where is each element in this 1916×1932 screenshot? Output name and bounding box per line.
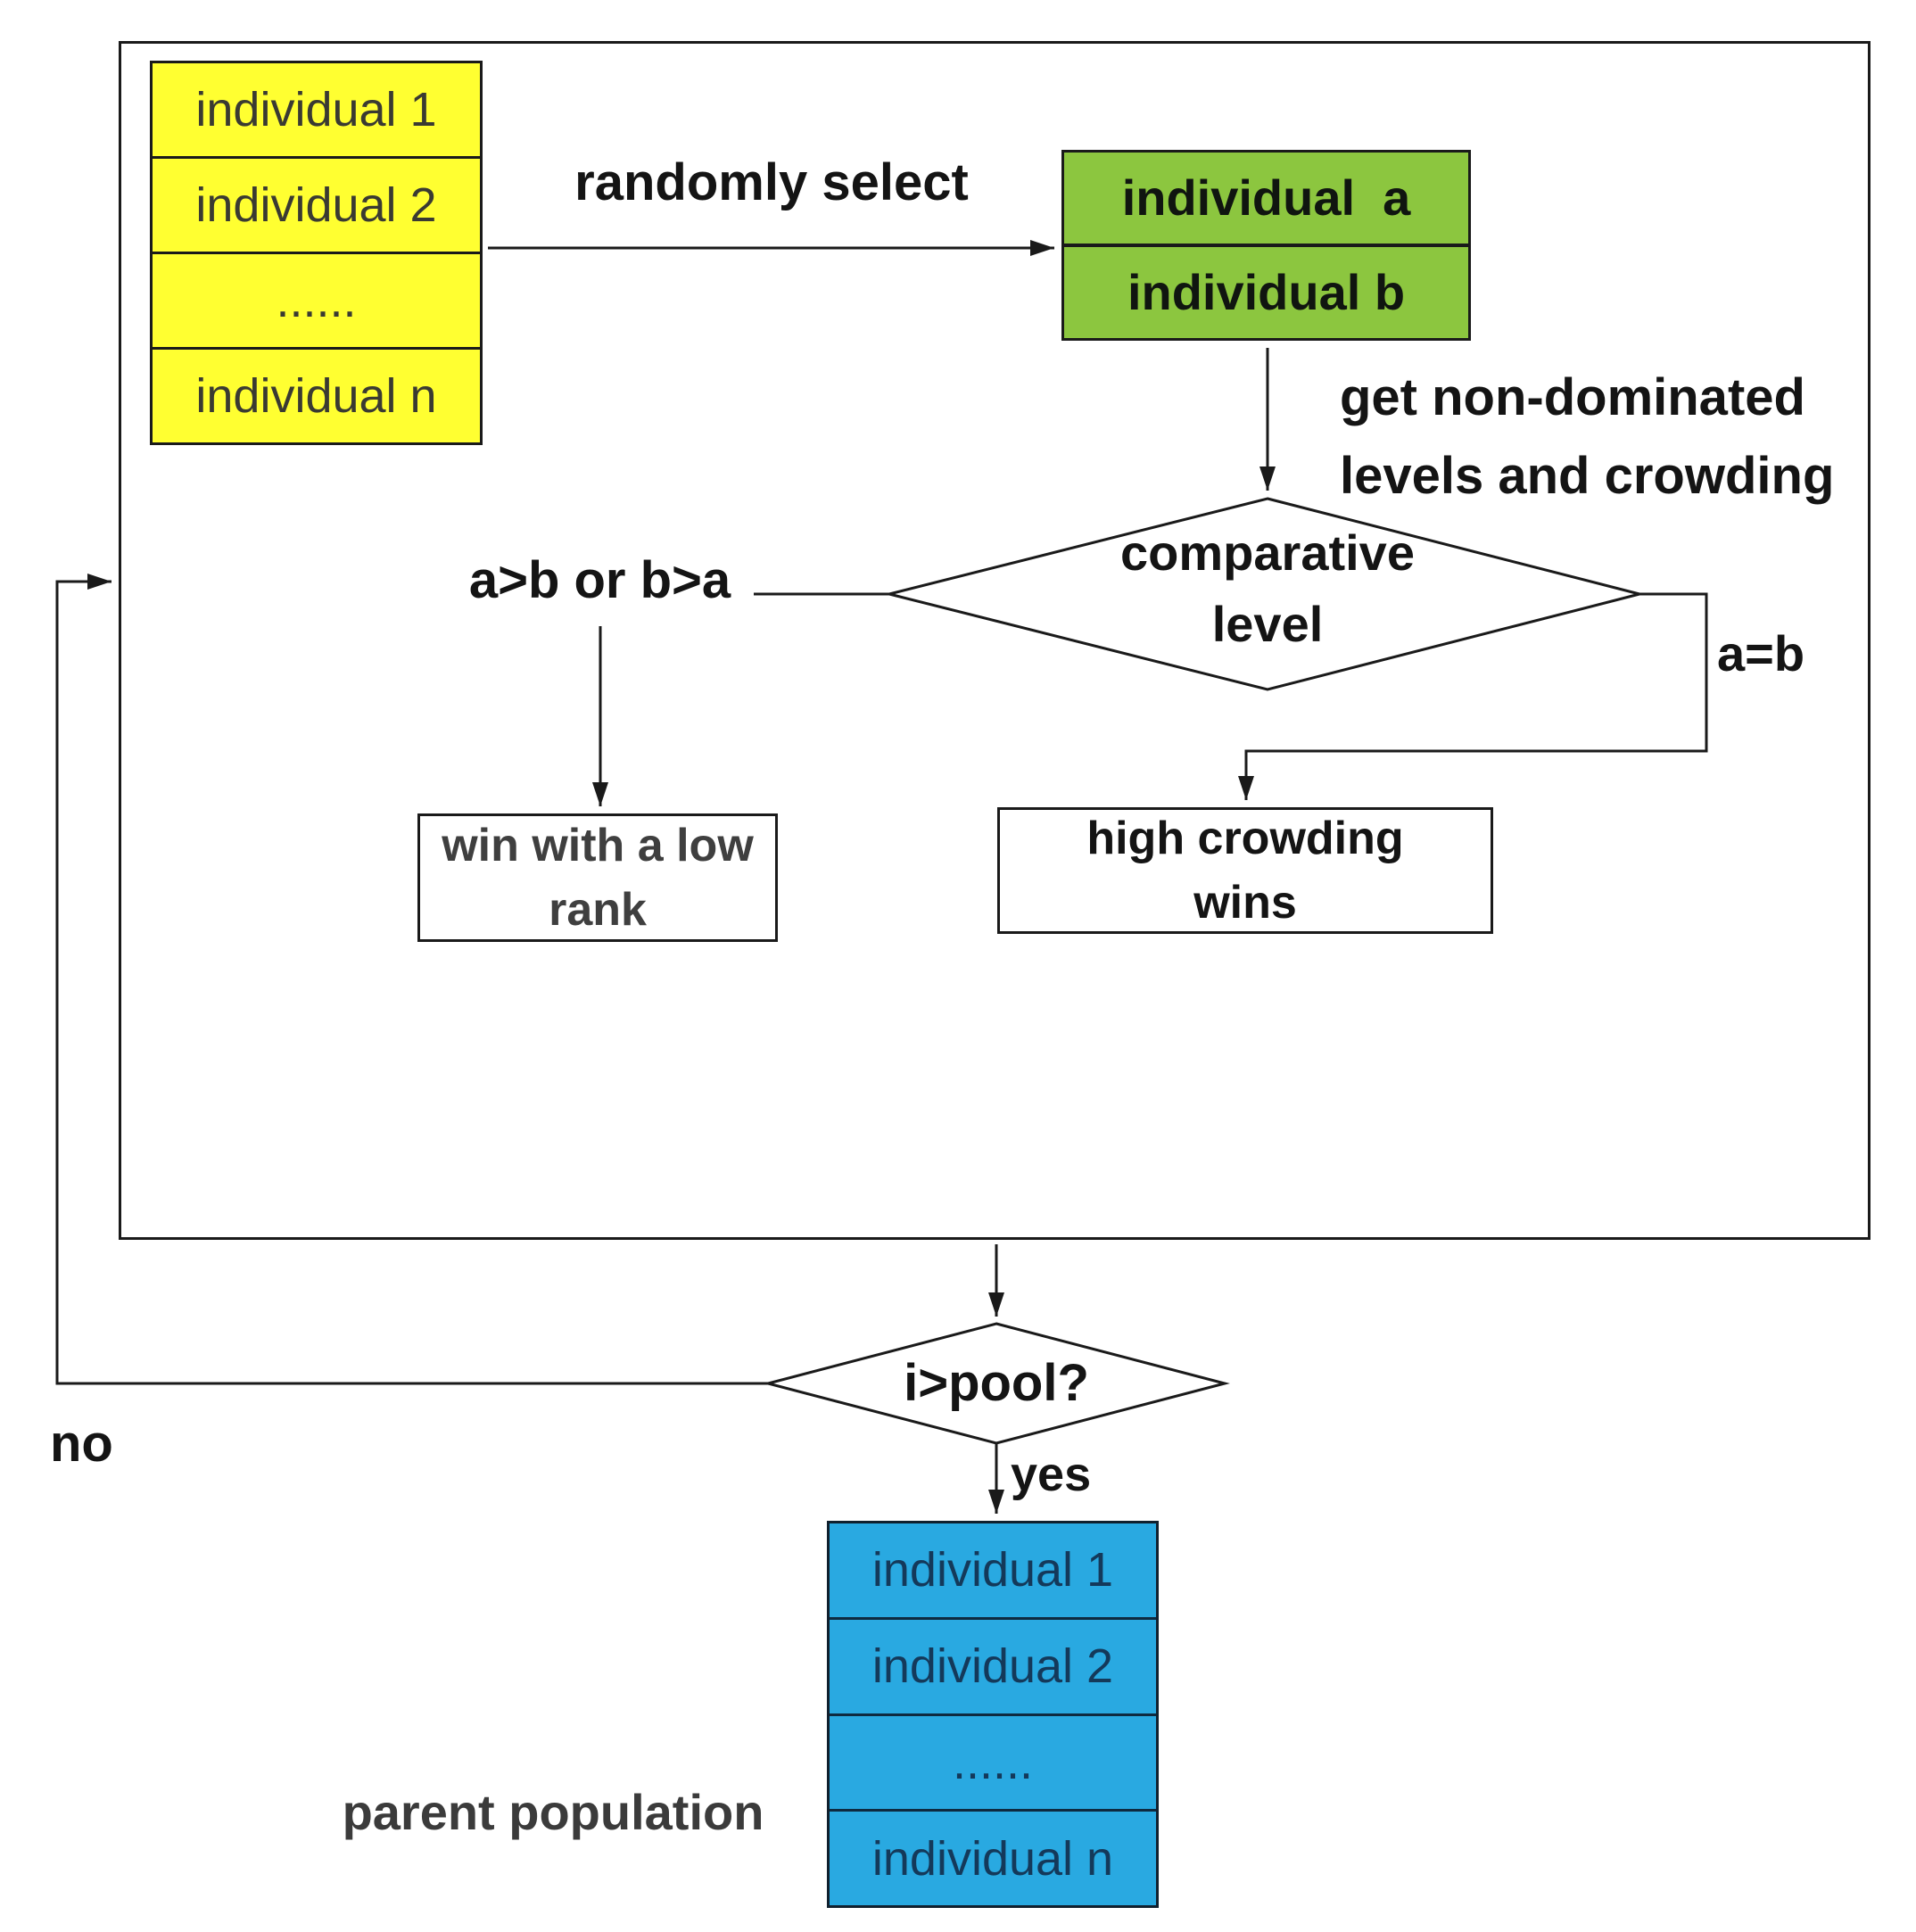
- mating-pool-row: individual n: [153, 347, 480, 442]
- high-crowding-line2: wins: [1193, 877, 1297, 929]
- mating-pool-box: individual 1 individual 2 ...... individ…: [150, 61, 483, 445]
- comparative-level-line1: comparative: [1120, 524, 1415, 581]
- win-low-rank-box: win with a low rank: [417, 813, 778, 942]
- get-levels-label-line1: get non-dominated: [1340, 368, 1805, 426]
- mating-pool-row: individual 1: [195, 83, 437, 136]
- comparative-level-line2: level: [1211, 596, 1324, 652]
- high-crowding-line1: high crowding: [1086, 813, 1404, 864]
- parent-population-label: parent population: [342, 1784, 764, 1840]
- mating-pool-row-ellipsis: ......: [153, 252, 480, 347]
- parent-pool-row: individual n: [830, 1809, 1156, 1905]
- no-label: no: [50, 1415, 113, 1473]
- yes-label: yes: [1011, 1448, 1092, 1501]
- branch-left-label: a>b or b>a: [468, 551, 731, 609]
- get-levels-label: get non-dominated levels and crowding: [1340, 359, 1911, 516]
- randomly-select-label: randomly select: [574, 153, 969, 211]
- branch-right-label: a=b: [1717, 625, 1805, 681]
- pool-check-label: i>pool?: [904, 1354, 1089, 1412]
- get-levels-label-line2: levels and crowding: [1340, 447, 1835, 505]
- parent-pool-row: individual 2: [830, 1616, 1156, 1713]
- win-low-rank-line1: win with a low: [442, 820, 754, 871]
- selected-individual-b: individual b: [1064, 244, 1468, 338]
- win-low-rank-line2: rank: [549, 884, 647, 936]
- parent-population-box: individual 1 individual 2 ...... individ…: [827, 1521, 1159, 1908]
- high-crowding-wins-box: high crowding wins: [997, 807, 1493, 934]
- parent-pool-row-ellipsis: ......: [830, 1713, 1156, 1810]
- tournament-process-frame: [119, 41, 1871, 1240]
- parent-pool-row: individual 1: [871, 1543, 1114, 1598]
- selected-individual-a: individual a: [1121, 169, 1411, 226]
- comparative-level-label: comparative level: [1000, 517, 1535, 660]
- selected-pair-box: individual a individual b: [1061, 150, 1471, 341]
- mating-pool-row: individual 2: [153, 156, 480, 252]
